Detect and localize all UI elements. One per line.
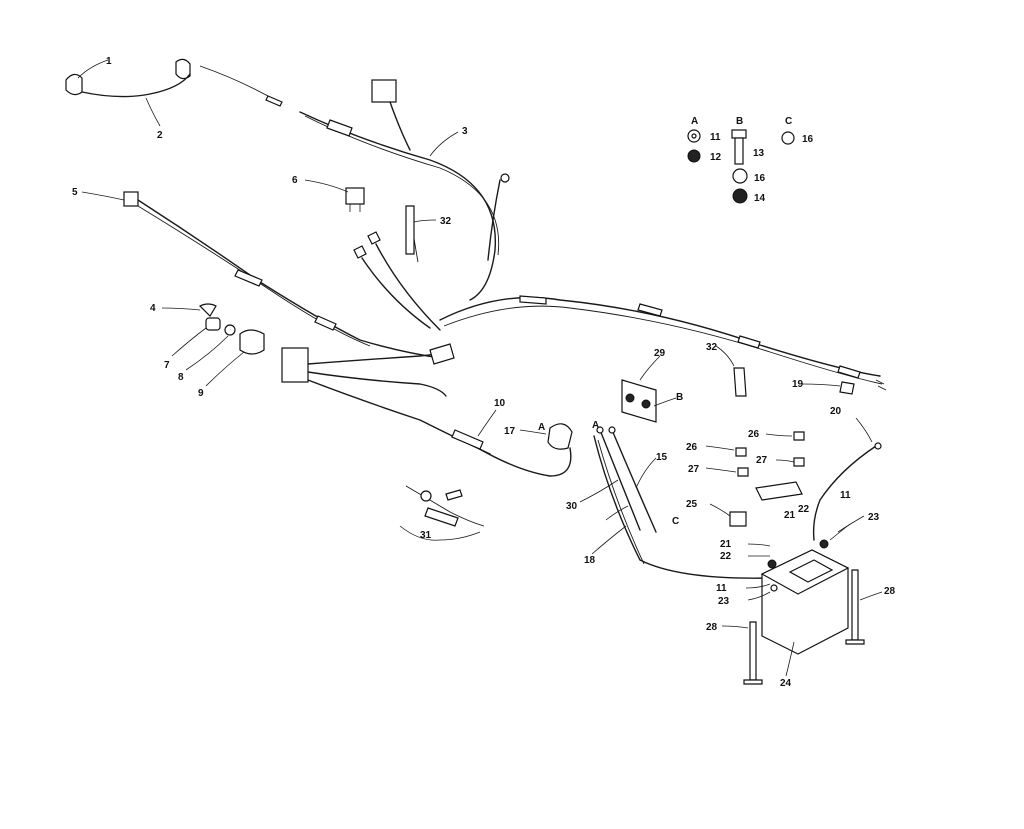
callout-26a: 26 — [686, 442, 698, 453]
starter-solenoid — [621, 379, 657, 423]
hardware-legend — [687, 129, 795, 204]
leader-lines — [77, 59, 883, 677]
rear-harness — [439, 295, 887, 395]
callout-31: 31 — [420, 530, 432, 541]
battery — [760, 539, 850, 655]
callout-28b: 28 — [884, 586, 896, 597]
callout-24: 24 — [780, 678, 792, 689]
callout-25: 25 — [686, 499, 698, 510]
callout-19: 19 — [792, 379, 804, 390]
letter-c-15: C — [672, 516, 679, 527]
callout-21a: 21 — [720, 539, 732, 550]
callout-21b: 21 — [784, 510, 796, 521]
callout-27a: 27 — [688, 464, 700, 475]
callout-2: 2 — [157, 130, 163, 141]
left-harness-branch — [123, 191, 441, 359]
callout-11a: 11 — [716, 583, 727, 594]
legend-b-16: 16 — [754, 173, 766, 184]
callout-10: 10 — [494, 398, 506, 409]
fuse-holder-31 — [399, 485, 485, 541]
connector-letters: A B C A — [538, 392, 683, 527]
callout-20: 20 — [830, 406, 842, 417]
headlight-bulb-assembly — [65, 58, 283, 107]
legend-c-16: 16 — [802, 134, 814, 145]
callout-22a: 22 — [720, 551, 732, 562]
legend-a-12: 12 — [710, 152, 722, 163]
callout-9: 9 — [198, 388, 204, 399]
callout-5: 5 — [72, 187, 78, 198]
callout-23b: 23 — [868, 512, 880, 523]
legend-col-a: A — [691, 116, 698, 127]
callout-11b: 11 — [840, 490, 851, 501]
callout-32a: 32 — [440, 216, 452, 227]
battery-bolts — [743, 569, 865, 685]
center-branch-connectors — [353, 205, 441, 331]
callout-7: 7 — [164, 360, 170, 371]
terminals — [735, 431, 805, 477]
callout-32b: 32 — [706, 342, 718, 353]
callout-18: 18 — [584, 555, 596, 566]
callout-22b: 22 — [798, 504, 810, 515]
callout-23a: 23 — [718, 596, 730, 607]
callout-1: 1 — [106, 56, 112, 67]
callout-27b: 27 — [756, 455, 768, 466]
legend-a-11: 11 — [710, 132, 721, 143]
letter-a-30: A — [592, 420, 599, 431]
legend-col-b: B — [736, 116, 743, 127]
callout-26b: 26 — [748, 429, 760, 440]
hardware-legend-labels: A B C 11 12 13 16 16 14 — [691, 116, 814, 204]
callout-6: 6 — [292, 175, 298, 186]
switch-6 — [345, 187, 365, 212]
hold-down-bracket — [729, 481, 803, 527]
ignition-switch-parts — [198, 303, 265, 355]
callout-17: 17 — [504, 426, 516, 437]
legend-col-c: C — [785, 116, 792, 127]
callout-8: 8 — [178, 372, 184, 383]
callout-4: 4 — [150, 303, 156, 314]
loom-32-right — [733, 367, 747, 397]
callout-numbers: 1 2 3 6 5 32 4 7 8 9 10 17 15 30 18 29 3… — [72, 56, 896, 689]
ground-lead-20 — [812, 442, 882, 541]
callout-28a: 28 — [706, 622, 718, 633]
callout-15: 15 — [656, 452, 668, 463]
callout-30: 30 — [566, 501, 578, 512]
ignition-cable — [451, 423, 573, 477]
callout-3: 3 — [462, 126, 468, 137]
main-wiring-harness — [299, 79, 510, 301]
legend-b-14: 14 — [754, 193, 766, 204]
battery-cables — [593, 426, 771, 579]
legend-b-13: 13 — [753, 148, 765, 159]
letter-a-17: A — [538, 422, 545, 433]
letter-b-29: B — [676, 392, 683, 403]
callout-29: 29 — [654, 348, 666, 359]
